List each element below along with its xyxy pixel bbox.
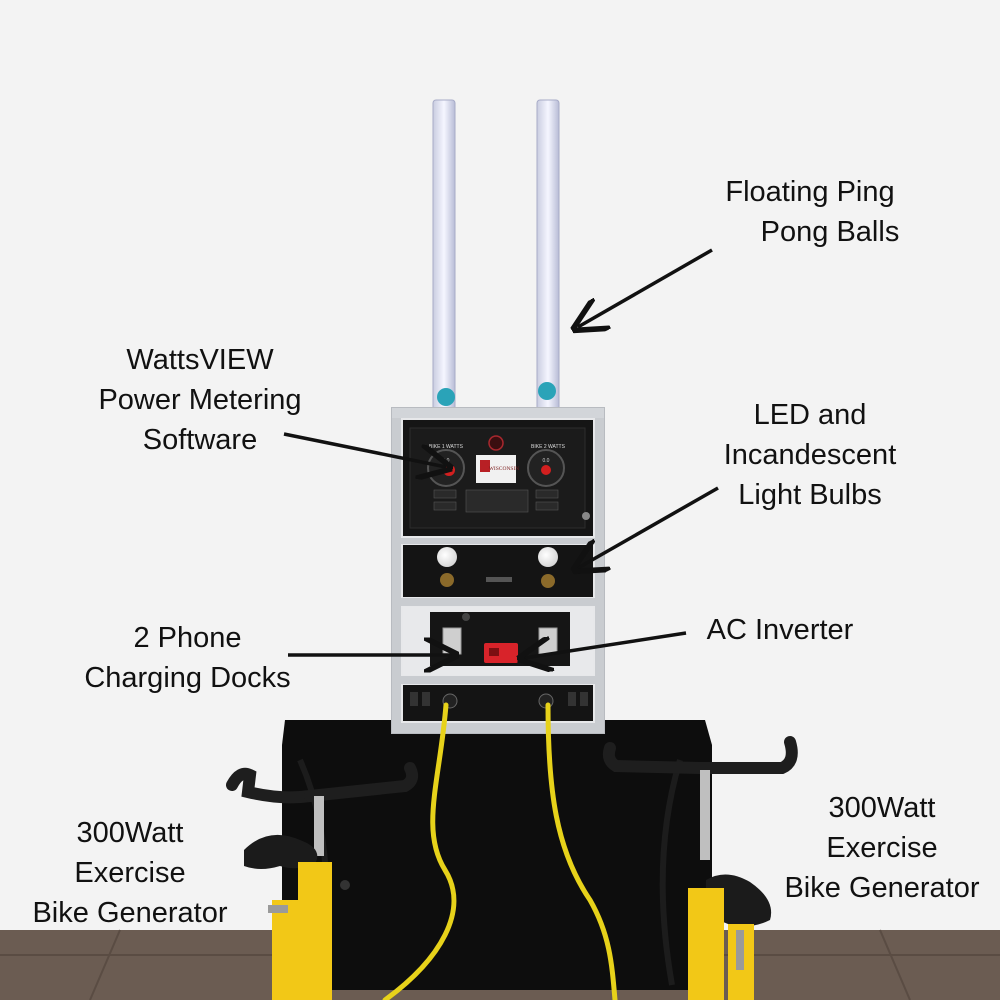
gauge-left-value: 0.0: [443, 458, 450, 464]
label-line: 300Watt: [828, 792, 936, 824]
led-bulb-right: [538, 547, 558, 567]
label-line: Software: [142, 424, 258, 456]
logo-text: WISCONSIN: [489, 466, 520, 472]
label-line: WattsVIEW: [126, 344, 274, 376]
bike2-heading: BIKE 2 WATTS: [531, 444, 566, 450]
incandescent-socket-right: [541, 574, 555, 588]
label-phone-docks: 2 Phone Charging Docks: [60, 618, 315, 698]
dock-panel: [403, 607, 593, 675]
yellow-cable-right: [545, 702, 618, 1000]
arrow-ac-inverter: [524, 631, 687, 658]
phone-dock-left: [442, 627, 462, 655]
label-line: Bike Generator: [784, 872, 980, 904]
label-light-bulbs: LED and Incandescent Light Bulbs: [690, 395, 930, 515]
label-line: Charging Docks: [84, 662, 291, 694]
arrow-wattsview: [283, 432, 446, 467]
label-line: LED and: [753, 399, 867, 431]
label-line: Bike Generator: [32, 897, 228, 929]
label-line: Light Bulbs: [738, 479, 882, 511]
ping-pong-ball-right: [538, 382, 556, 400]
label-wattsview: WattsVIEW Power Metering Software: [70, 340, 330, 460]
bike-connection-panel: [403, 685, 593, 721]
led-bulb-left: [437, 547, 457, 567]
label-line: Pong Balls: [760, 216, 900, 248]
label-line: 2 Phone: [133, 622, 242, 654]
gauge-right-value: 0.0: [543, 458, 550, 464]
label-line: Incandescent: [723, 439, 897, 471]
label-ping-pong-balls: Floating Ping Pong Balls: [700, 172, 920, 252]
label-line: Floating Ping: [725, 176, 895, 208]
arrow-ping-pong: [578, 248, 713, 327]
exercise-bike-left: [226, 762, 419, 1000]
table-cloth: [282, 720, 712, 990]
label-ac-inverter: AC Inverter: [680, 610, 880, 650]
arrow-bulbs: [578, 486, 719, 568]
annotation-arrows: [283, 248, 719, 658]
label-line: 300Watt: [76, 817, 184, 849]
label-bike-right: 300Watt Exercise Bike Generator: [762, 788, 1000, 908]
exercise-bike-right: [602, 736, 798, 1000]
ping-pong-ball-left: [437, 388, 455, 406]
label-line: Power Metering: [98, 384, 302, 416]
key-lock: [582, 512, 590, 520]
label-bike-left: 300Watt Exercise Bike Generator: [10, 813, 250, 933]
label-line: Exercise: [826, 832, 938, 864]
tube-left: [432, 99, 456, 411]
logo-emblem: [488, 435, 504, 451]
readout-grid: [433, 489, 559, 513]
label-line: AC Inverter: [706, 614, 854, 646]
wattsview-screen-panel: BIKE 1 WATTS BIKE 2 WATTS 0.0 0.0 WISCON…: [403, 420, 593, 536]
label-line: Exercise: [74, 857, 186, 889]
light-bulb-panel: [403, 545, 593, 597]
gauge-right-button: [541, 465, 551, 475]
phone-dock-right: [538, 627, 558, 655]
tube-right: [536, 99, 560, 411]
incandescent-socket-left: [440, 573, 454, 587]
yellow-cable-left: [382, 702, 457, 1000]
